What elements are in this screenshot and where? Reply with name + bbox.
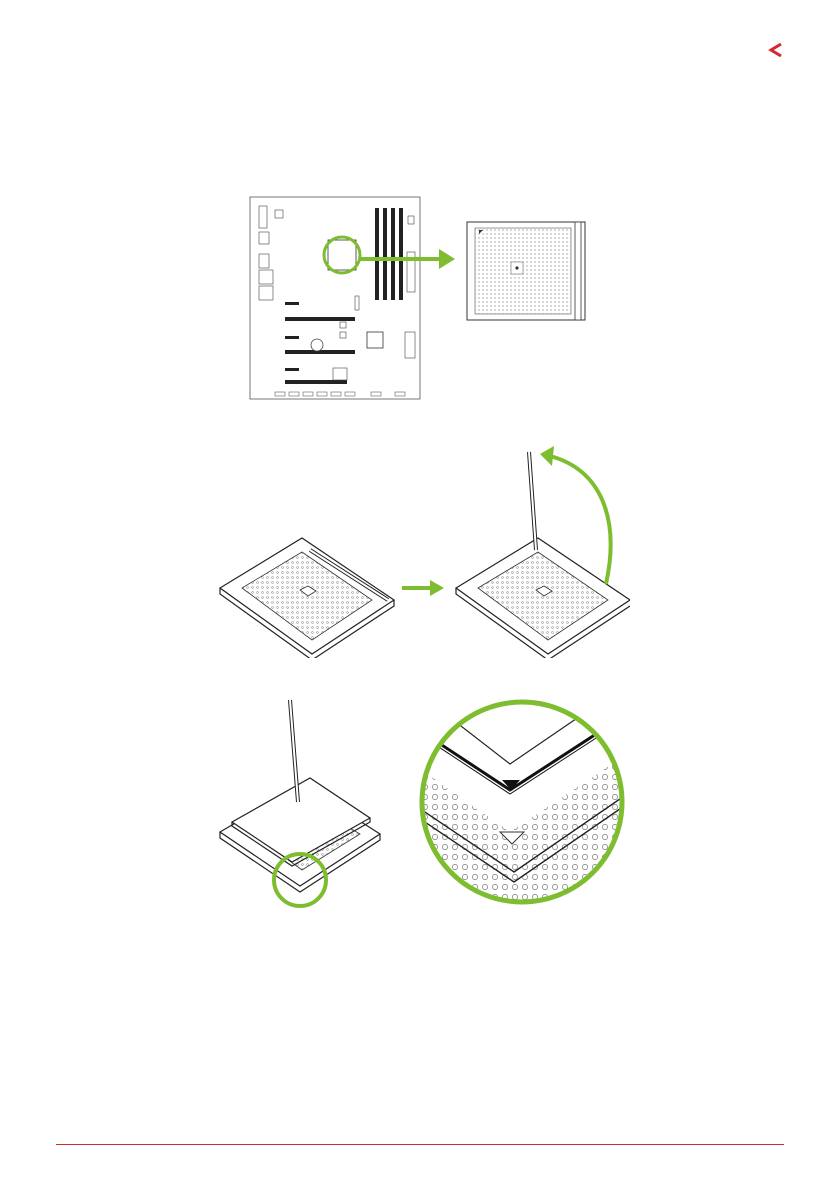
footer-rule — [56, 1144, 784, 1145]
triangle-alignment-zoom — [410, 692, 630, 920]
socket-zoom-diagram — [467, 222, 585, 320]
chevron-left-icon — [766, 40, 786, 60]
cpu-triangle-alignment — [210, 692, 630, 920]
arrow-right-icon — [402, 580, 444, 596]
socket-lever-down — [220, 538, 394, 658]
motherboard-diagram — [250, 197, 420, 399]
socket-lever-up — [456, 452, 630, 658]
socket-lever-raise — [210, 440, 630, 658]
cpu-in-socket — [220, 700, 380, 892]
motherboard-socket-location — [245, 192, 615, 404]
